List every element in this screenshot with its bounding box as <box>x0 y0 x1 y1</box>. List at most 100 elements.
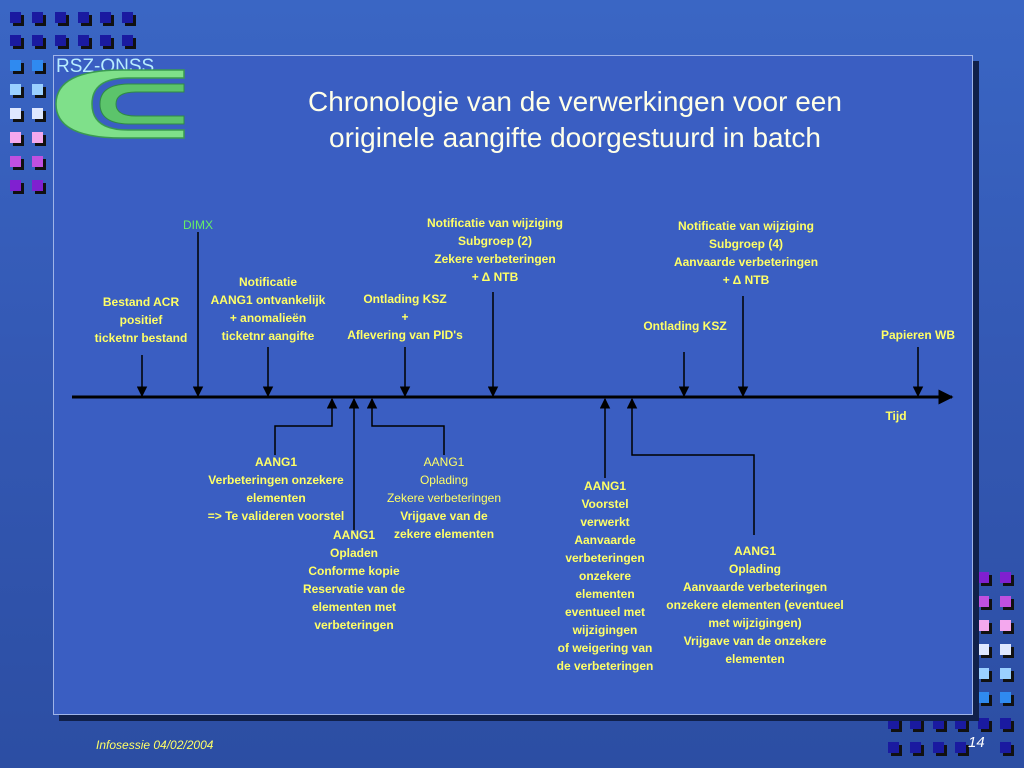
square <box>910 742 924 756</box>
square <box>78 12 92 26</box>
label-line: onzekere elementen (eventueel <box>666 598 844 612</box>
square <box>10 84 24 98</box>
square <box>888 742 902 756</box>
square <box>910 718 924 732</box>
label-line: AANG1 <box>583 479 626 493</box>
arrow-aang-verbeteringen <box>274 397 338 455</box>
square <box>978 692 992 706</box>
label-line: Opladen <box>329 546 378 560</box>
square <box>1000 742 1014 756</box>
label-line: of weigering van <box>557 641 653 655</box>
label-line: Verbeteringen onzekere <box>208 473 344 487</box>
square <box>10 180 24 194</box>
content-panel <box>53 55 973 715</box>
square <box>122 35 136 49</box>
label-notif-wijz2: Notificatie van wijziging Subgroep (2) Z… <box>415 214 575 286</box>
square <box>888 718 902 732</box>
square <box>10 156 24 170</box>
square <box>55 12 69 26</box>
square <box>1000 644 1014 658</box>
square <box>955 742 969 756</box>
label-aang-voorstel: AANG1 Voorstel verwerkt Aanvaarde verbet… <box>546 477 664 675</box>
square <box>933 742 947 756</box>
label-line: elementen met <box>311 600 397 614</box>
label-line: + Δ NTB <box>722 273 770 287</box>
label-line: Zekere verbeteringen <box>434 252 556 266</box>
arrow-aang-zekere <box>366 397 445 455</box>
label-line: Oplading <box>729 562 781 576</box>
label-aang-conforme: AANG1 Opladen Conforme kopie Reservatie … <box>286 526 422 634</box>
footer-text: Infosessie 04/02/2004 <box>96 738 214 752</box>
page-number: 14 <box>968 734 985 751</box>
label-line: Notificatie van wijziging <box>677 219 814 233</box>
logo-ring-shape <box>55 69 185 139</box>
label-line: Reservatie van de <box>302 582 406 596</box>
label-line: AANG1 <box>332 528 375 542</box>
label-line: Notificatie van wijziging <box>426 216 563 230</box>
label-line: positief <box>119 313 163 327</box>
label-notificatie: Notificatie AANG1 ontvankelijk + anomali… <box>200 273 336 345</box>
label-notif-wijz4: Notificatie van wijziging Subgroep (4) A… <box>662 217 830 289</box>
square <box>978 620 992 634</box>
label-line: AANG1 <box>254 455 297 469</box>
square <box>10 132 24 146</box>
label-line: eventueel met <box>564 605 646 619</box>
square <box>32 108 46 122</box>
square <box>100 35 114 49</box>
label-line: onzekere <box>578 569 632 583</box>
label-tijd: Tijd <box>885 409 907 423</box>
label-line: Zekere verbeteringen <box>386 491 502 505</box>
square <box>55 35 69 49</box>
label-line: wijzigingen <box>572 623 638 637</box>
square <box>10 35 24 49</box>
square <box>32 35 46 49</box>
label-line: Aanvaarde verbeteringen <box>673 255 819 269</box>
label-line: verbeteringen <box>314 618 394 632</box>
square <box>1000 596 1014 610</box>
label-line: Notificatie <box>238 275 297 289</box>
label-line: Bestand ACR <box>102 295 180 309</box>
logo-inner-shape <box>99 83 185 125</box>
square <box>10 12 24 26</box>
label-line: elementen <box>725 652 785 666</box>
square <box>955 718 969 732</box>
arrow-aang-aanvaarde <box>626 397 755 535</box>
label-line: => Te valideren voorstel <box>207 509 345 523</box>
label-line: Subgroep (4) <box>709 237 783 251</box>
label-aang-verbeteringen: AANG1 Verbeteringen onzekere elementen =… <box>196 453 356 525</box>
label-line: de verbeteringen <box>556 659 654 673</box>
square <box>122 12 136 26</box>
label-line: zekere elementen <box>393 527 495 541</box>
square <box>933 718 947 732</box>
label-ontlading1: Ontlading KSZ + Aflevering van PID's <box>335 290 475 344</box>
label-dimx: DIMX <box>183 218 213 232</box>
square <box>978 644 992 658</box>
label-line: ticketnr aangifte <box>221 329 315 343</box>
label-line: Aflevering van PID's <box>347 328 463 342</box>
square <box>100 12 114 26</box>
label-ontlading2: Ontlading KSZ <box>643 319 727 333</box>
square <box>1000 692 1014 706</box>
square <box>1000 572 1014 586</box>
label-line: met wijzigingen) <box>708 616 802 630</box>
label-aang-zekere: AANG1 Oplading Zekere verbeteringen Vrij… <box>372 453 516 543</box>
square <box>978 718 992 732</box>
square <box>32 156 46 170</box>
label-line: elementen <box>246 491 306 505</box>
square <box>10 60 24 74</box>
square <box>10 108 24 122</box>
square <box>32 12 46 26</box>
square <box>32 132 46 146</box>
label-line: verbeteringen <box>565 551 645 565</box>
label-line: verwerkt <box>580 515 630 529</box>
label-line: Vrijgave van de onzekere <box>683 634 827 648</box>
label-line: + anomalieën <box>229 311 307 325</box>
label-line: AANG1 <box>733 544 776 558</box>
label-line: + <box>401 310 409 324</box>
square <box>1000 668 1014 682</box>
square <box>32 60 46 74</box>
square <box>78 35 92 49</box>
label-line: Subgroep (2) <box>458 234 532 248</box>
